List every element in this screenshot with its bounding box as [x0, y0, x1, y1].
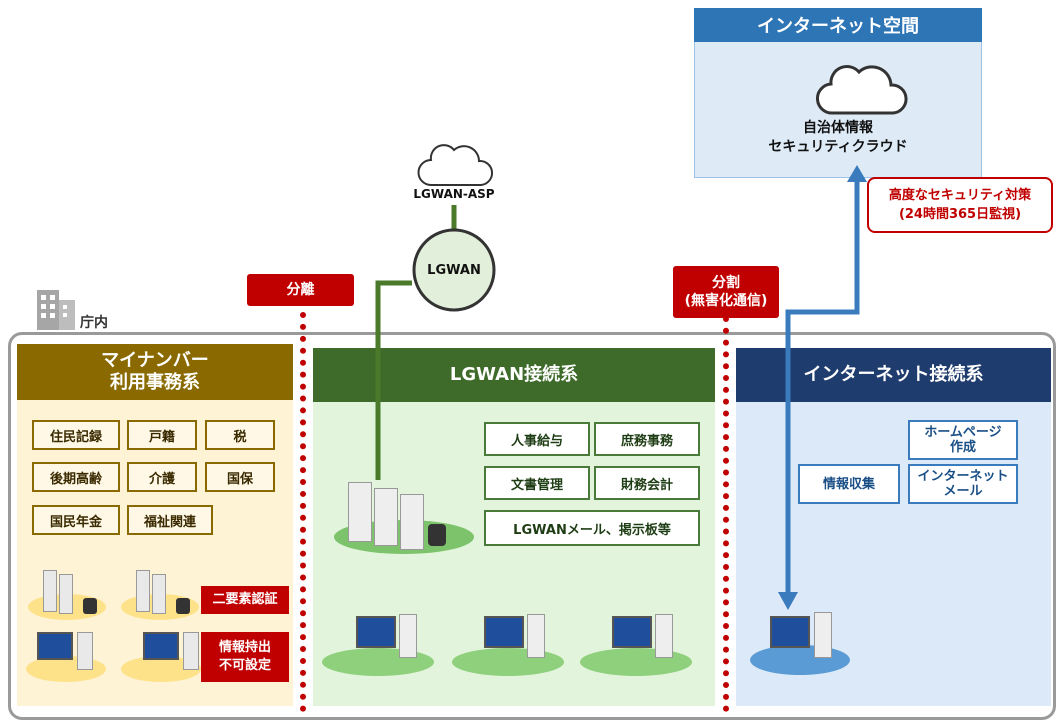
item-internet-mail: インターネット メール	[908, 464, 1018, 504]
pc-tower-icon	[77, 632, 93, 670]
item-kokumin-nenkin: 国民年金	[32, 505, 120, 535]
no-export-line2: 不可設定	[218, 658, 271, 673]
pc-plate	[322, 648, 434, 676]
storage-icon	[176, 598, 190, 614]
item-fukushi: 福祉関連	[127, 505, 213, 535]
item-zei: 税	[205, 420, 275, 450]
office-label: 庁内	[80, 315, 108, 331]
pc-tower-icon	[655, 614, 673, 658]
lgwan-asp-label: LGWAN-ASP	[413, 187, 495, 201]
division-tag: 分割 (無害化通信)	[673, 266, 779, 318]
server-icon	[59, 574, 73, 614]
mynumber-header-line1: マイナンバー	[101, 350, 209, 371]
item-juumin-kiroku: 住民記録	[32, 420, 120, 450]
mynumber-header: マイナンバー 利用事務系	[17, 344, 293, 400]
monitor-icon	[143, 632, 179, 660]
item-kouki-koureii: 後期高齢	[32, 462, 120, 492]
monitor-icon	[37, 632, 73, 660]
homepage-line1: ホームページ	[924, 425, 1002, 440]
security-note-line2: (24時間365日監視)	[898, 207, 1022, 222]
division-line2: (無害化通信)	[684, 293, 768, 309]
internet-space-header: インターネット空間	[694, 8, 982, 42]
lgwan-asp-cloud-icon	[417, 144, 493, 186]
division-line1: 分割	[712, 275, 740, 291]
office-frame	[8, 332, 1056, 720]
homepage-line2: 作成	[949, 440, 976, 455]
separator-line-left	[300, 312, 306, 712]
pc-plate	[580, 648, 692, 676]
monitor-icon	[484, 616, 524, 648]
monitor-icon	[612, 616, 652, 648]
server-icon	[348, 482, 372, 542]
item-jinji-kyuyo: 人事給与	[484, 422, 590, 456]
internet-header: インターネット接続系	[736, 348, 1051, 402]
two-factor-auth-tag: 二要素認証	[201, 586, 289, 614]
item-kokuho: 国保	[205, 462, 275, 492]
item-kaigo: 介護	[127, 462, 197, 492]
server-icon	[374, 488, 398, 546]
item-info-collection: 情報収集	[798, 464, 900, 504]
security-cloud-line1: 自治体情報	[803, 120, 873, 136]
mynumber-header-line2: 利用事務系	[110, 372, 200, 393]
item-homepage: ホームページ 作成	[908, 420, 1018, 460]
item-lgwan-mail: LGWANメール、掲示板等	[484, 510, 700, 546]
pc-tower-icon	[814, 612, 832, 658]
server-icon	[43, 570, 57, 612]
lgwan-header: LGWAN接続系	[313, 348, 715, 402]
security-cloud-line2: セキュリティクラウド	[768, 139, 908, 155]
pc-plate	[452, 648, 564, 676]
storage-icon	[83, 598, 97, 614]
security-cloud-label: 自治体情報 セキュリティクラウド	[694, 118, 982, 158]
pc-tower-icon	[399, 614, 417, 658]
item-shomu-jimu: 庶務事務	[594, 422, 700, 456]
lgwan-hub-label: LGWAN	[427, 262, 481, 278]
pc-tower-icon	[527, 614, 545, 658]
monitor-icon	[770, 616, 810, 648]
separator-line-right	[723, 316, 729, 712]
server-icon	[152, 574, 166, 614]
server-icon	[400, 494, 424, 550]
item-zaimu-kaikei: 財務会計	[594, 466, 700, 500]
no-export-tag: 情報持出 不可設定	[201, 632, 289, 682]
item-koseki: 戸籍	[127, 420, 197, 450]
storage-icon	[428, 524, 446, 546]
internet-mail-line2: メール	[943, 484, 983, 499]
separation-tag: 分離	[247, 274, 354, 306]
internet-mail-line1: インターネット	[917, 469, 1009, 484]
pc-plate	[750, 645, 850, 675]
security-note: 高度なセキュリティ対策 (24時間365日監視)	[867, 177, 1053, 233]
item-bunsho-kanri: 文書管理	[484, 466, 590, 500]
server-icon	[136, 570, 150, 612]
pc-tower-icon	[183, 632, 199, 670]
no-export-line1: 情報持出	[218, 640, 271, 655]
monitor-icon	[356, 616, 396, 648]
security-note-line1: 高度なセキュリティ対策	[888, 188, 1032, 203]
